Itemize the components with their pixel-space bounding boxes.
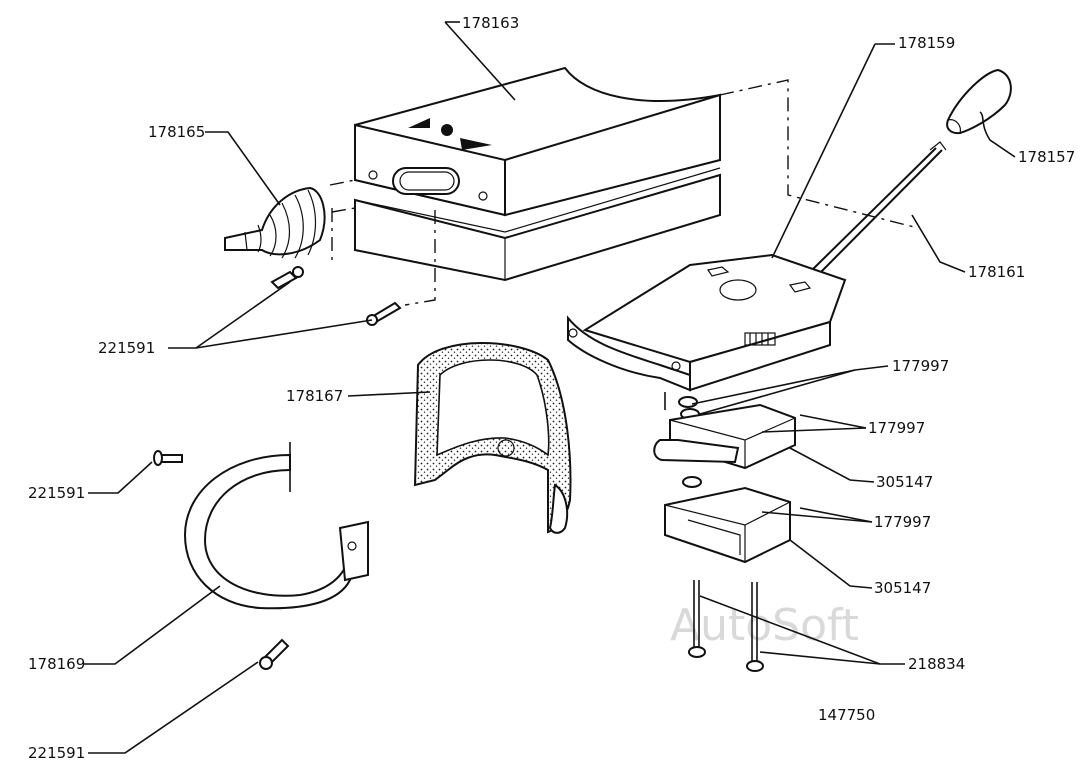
- label-305147-b: 305147: [874, 579, 931, 597]
- label-177997-c: 177997: [874, 513, 931, 531]
- label-177997-b: 177997: [868, 419, 925, 437]
- clamp-band: [183, 442, 369, 610]
- shift-knob: [946, 68, 1012, 135]
- label-218834: 218834: [908, 655, 965, 673]
- watermark: AutoSoft: [670, 600, 859, 651]
- screw-221591-b: [366, 301, 402, 326]
- shift-lever: [809, 141, 947, 279]
- shifter-mechanism: [567, 253, 847, 410]
- label-178159: 178159: [898, 34, 955, 52]
- label-178169: 178169: [28, 655, 85, 673]
- label-221591-b: 221591: [28, 484, 85, 502]
- screw-221591-c: [153, 450, 183, 466]
- console-housing: [354, 66, 721, 282]
- label-178157: 178157: [1018, 148, 1075, 166]
- bracket-305147-lower: [664, 486, 791, 564]
- label-178163: 178163: [462, 14, 519, 32]
- label-221591-c: 221591: [28, 744, 85, 762]
- screw-221591-a: [270, 266, 304, 290]
- label-305147-a: 305147: [876, 473, 933, 491]
- shift-boot: [224, 186, 326, 259]
- label-178165: 178165: [148, 123, 205, 141]
- foam-insulator: [413, 342, 572, 534]
- label-178167: 178167: [286, 387, 343, 405]
- label-177997-a: 177997: [892, 357, 949, 375]
- screw-221591-d: [259, 638, 290, 670]
- bracket-305147-upper: [653, 403, 796, 470]
- bolts-218834: [688, 580, 764, 672]
- leader-lines: [84, 21, 1016, 754]
- label-221591-a: 221591: [98, 339, 155, 357]
- drawing-number: 147750: [818, 706, 875, 724]
- label-178161: 178161: [968, 263, 1025, 281]
